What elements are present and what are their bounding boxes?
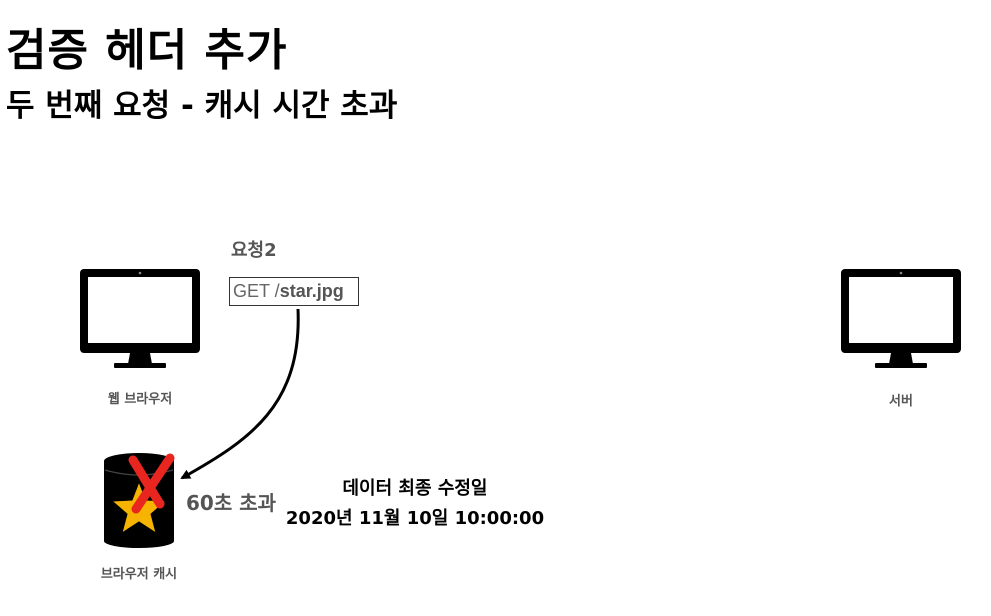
slide-subtitle: 두 번째 요청 - 캐시 시간 초과 — [6, 88, 398, 124]
cache-label: 브라우저 캐시 — [100, 567, 178, 582]
x-mark-icon — [128, 453, 175, 514]
request-label: 요청2 — [231, 240, 277, 261]
last-modified-block: 데이터 최종 수정일 2020년 11월 10일 10:00:00 — [280, 474, 550, 534]
last-modified-label: 데이터 최종 수정일 — [342, 478, 488, 499]
cache-status-text: 60초 초과 — [186, 491, 276, 515]
request-path: star.jpg — [279, 281, 344, 301]
server-monitor-icon — [841, 269, 961, 368]
last-modified-value: 2020년 11월 10일 10:00:00 — [285, 508, 545, 529]
client-monitor-icon — [80, 269, 200, 368]
request-method: GET / — [233, 281, 280, 301]
request-line-box: GET /star.jpg — [229, 277, 359, 306]
server-label: 서버 — [889, 394, 913, 409]
client-label: 웹 브라우저 — [107, 392, 173, 407]
slide-title: 검증 헤더 추가 — [6, 25, 288, 76]
request-arrow — [180, 308, 300, 480]
